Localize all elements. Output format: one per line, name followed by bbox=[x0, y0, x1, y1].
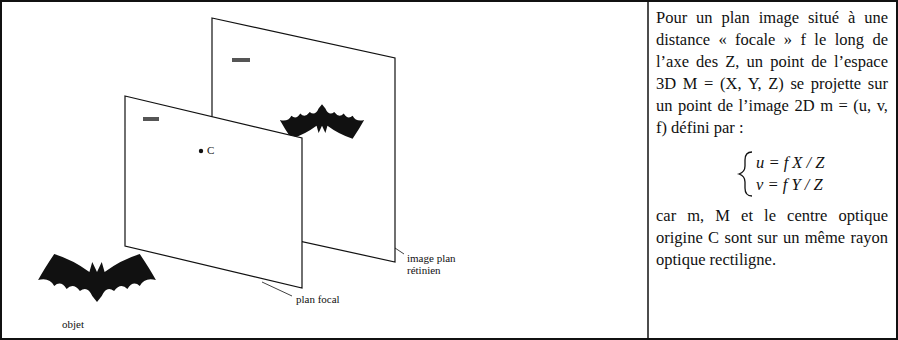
leader-line bbox=[262, 282, 292, 296]
plane-tag bbox=[143, 117, 159, 121]
equation: v = f Y / Z bbox=[756, 174, 823, 196]
paragraph: car m, M et le centre optique origine C … bbox=[656, 205, 888, 271]
object-bat bbox=[38, 254, 156, 302]
focal-plane bbox=[125, 96, 302, 288]
plane-label: plan focal bbox=[296, 293, 340, 305]
object-label: objet bbox=[62, 318, 84, 330]
plane-tag bbox=[232, 58, 250, 62]
optical-centre bbox=[199, 149, 203, 153]
image-bat bbox=[280, 104, 364, 139]
equation: u = f X / Z bbox=[756, 152, 824, 174]
brace bbox=[739, 152, 752, 196]
plane-label: image plan rétinien bbox=[407, 252, 487, 276]
divider bbox=[647, 1, 649, 339]
leader-line bbox=[395, 248, 404, 254]
point-label: C bbox=[207, 144, 214, 156]
paragraph: Pour un plan image situé à une distance … bbox=[656, 7, 888, 139]
